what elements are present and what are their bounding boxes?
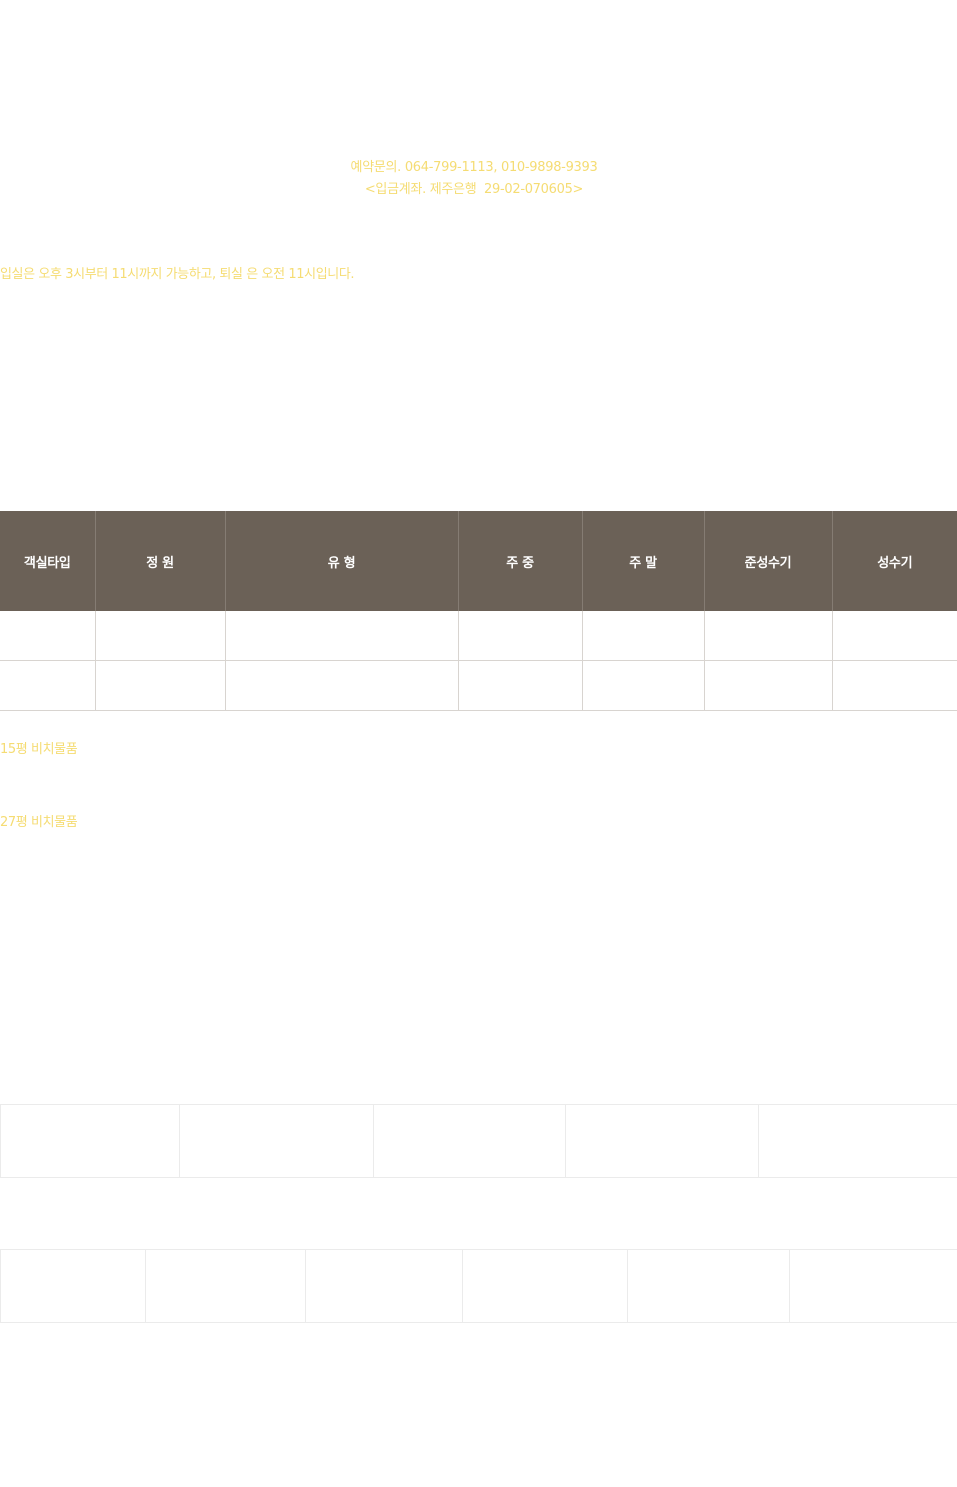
table-row xyxy=(0,611,957,661)
table-cell xyxy=(703,611,832,661)
table-cell xyxy=(457,611,582,661)
table-cell xyxy=(94,660,225,711)
table-row xyxy=(0,660,957,711)
amenity-photo-slot xyxy=(179,1104,374,1178)
header-room-type: 객실타입 xyxy=(0,511,95,611)
room-rate-table: 객실타입 정 원 유 형 주 중 주 말 준성수기 성수기 xyxy=(0,511,957,711)
amenity-photo-slot xyxy=(462,1249,628,1323)
table-cell xyxy=(831,611,957,661)
table-cell xyxy=(581,611,704,661)
table-cell xyxy=(703,660,832,711)
table-cell xyxy=(581,660,704,711)
header-shoulder-season: 준성수기 xyxy=(703,511,832,611)
amenities-15-gallery xyxy=(0,1104,957,1178)
header-weekend: 주 말 xyxy=(581,511,704,611)
amenities-27-label: 27평 비치물품 xyxy=(0,815,78,830)
amenity-photo-slot xyxy=(305,1249,463,1323)
amenity-photo-slot xyxy=(373,1104,566,1178)
amenity-photo-slot xyxy=(565,1104,759,1178)
header-capacity: 정 원 xyxy=(94,511,225,611)
header-type: 유 형 xyxy=(224,511,458,611)
amenity-photo-slot xyxy=(0,1104,180,1178)
bank-account-text: <입금계좌. 제주은행 29-02-070605> xyxy=(364,182,584,197)
amenity-photo-slot xyxy=(627,1249,790,1323)
gallery-row xyxy=(0,1249,957,1323)
amenities-15-label: 15평 비치물품 xyxy=(0,742,78,757)
header-peak-season: 성수기 xyxy=(831,511,957,611)
table-cell xyxy=(457,660,582,711)
table-cell xyxy=(0,611,95,661)
table-cell xyxy=(224,611,458,661)
table-cell xyxy=(94,611,225,661)
rate-table-header-row: 객실타입 정 원 유 형 주 중 주 말 준성수기 성수기 xyxy=(0,511,957,611)
amenity-photo-slot xyxy=(789,1249,957,1323)
reservation-phone-text: 예약문의. 064-799-1113, 010-9898-9393 xyxy=(350,160,598,175)
amenity-photo-slot xyxy=(758,1104,957,1178)
amenity-photo-slot xyxy=(0,1249,146,1323)
table-cell xyxy=(224,660,458,711)
checkin-notice: 입실은 오후 3시부터 11시까지 가능하고, 퇴실 은 오전 11시입니다. xyxy=(0,267,355,282)
table-cell xyxy=(831,660,957,711)
gallery-row xyxy=(0,1104,957,1178)
amenities-27-gallery xyxy=(0,1249,957,1323)
header-weekday: 주 중 xyxy=(457,511,582,611)
reservation-contact: 예약문의. 064-799-1113, 010-9898-9393 <입금계좌.… xyxy=(0,157,948,201)
amenity-photo-slot xyxy=(145,1249,306,1323)
table-cell xyxy=(0,660,95,711)
